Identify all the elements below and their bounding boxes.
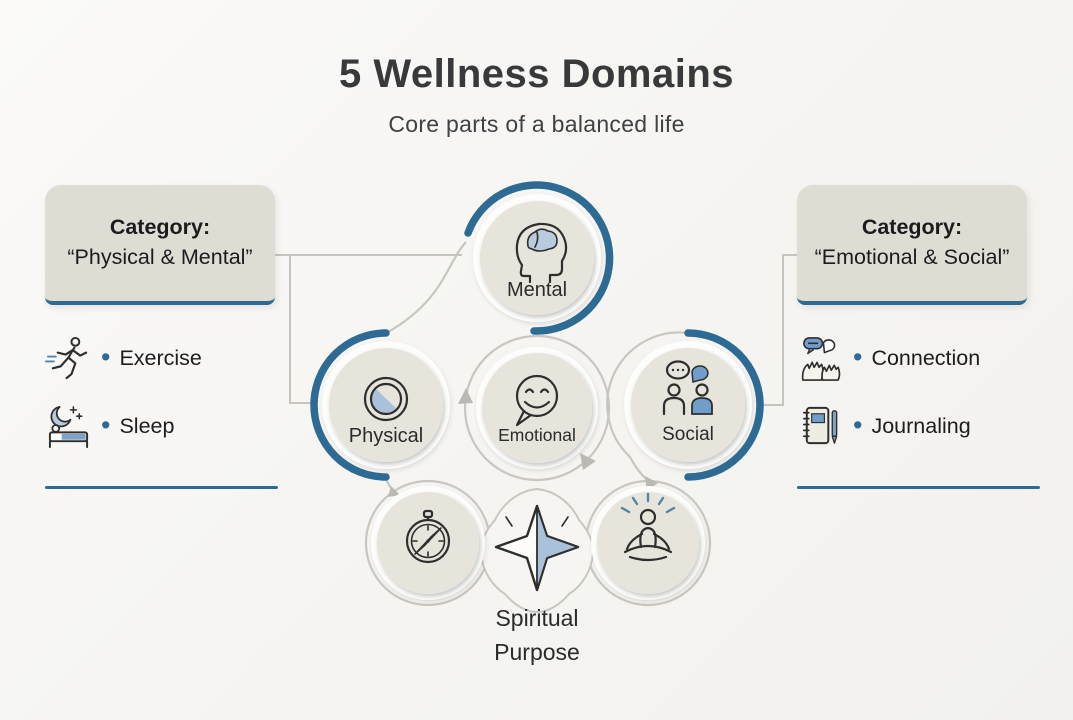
spiritual-label-line1: Spiritual bbox=[495, 605, 578, 631]
left-category-label: Category: bbox=[109, 215, 211, 240]
right-category-panel: Category: “Emotional & Social” • Connect… bbox=[797, 185, 1040, 489]
journal-icon bbox=[802, 406, 838, 445]
emotional-node: Emotional bbox=[476, 347, 598, 469]
accent-arcs bbox=[310, 181, 764, 481]
item-label: Sleep bbox=[119, 414, 175, 438]
bullet: • bbox=[853, 342, 863, 372]
left-connector-lines bbox=[275, 254, 462, 404]
physical-node: Physical bbox=[322, 341, 450, 469]
header: 5 Wellness Domains Core parts of a balan… bbox=[0, 0, 1073, 138]
page-title: 5 Wellness Domains bbox=[338, 52, 735, 96]
sleep-icon bbox=[48, 406, 89, 449]
list-item-connection: • Connection bbox=[797, 335, 1027, 382]
smiley-bubble-icon bbox=[515, 374, 559, 427]
social-node: Social bbox=[624, 341, 752, 469]
left-category-value: “Physical & Mental” bbox=[67, 245, 253, 269]
emotional-cycle-ring bbox=[388, 334, 658, 497]
item-label: Exercise bbox=[119, 346, 202, 370]
item-label: Connection bbox=[871, 346, 981, 370]
people-chat-icon bbox=[662, 360, 713, 416]
item-label: Journaling bbox=[871, 414, 971, 438]
right-item-list: • Connection • Journaling bbox=[797, 335, 1027, 450]
connection-icon bbox=[801, 337, 841, 381]
compass-icon bbox=[405, 509, 451, 564]
compass-node bbox=[371, 486, 485, 600]
right-category-value: “Emotional & Social” bbox=[814, 245, 1010, 269]
meditation-node bbox=[591, 486, 705, 600]
left-item-list: • Exercise • Sleep bbox=[45, 335, 275, 450]
spiritual-label-line2: Purpose bbox=[494, 639, 580, 665]
mental-node: Mental bbox=[473, 194, 601, 322]
bullet: • bbox=[101, 410, 111, 440]
list-item-sleep: • Sleep bbox=[45, 403, 275, 450]
right-category-box: Category: “Emotional & Social” bbox=[797, 185, 1027, 305]
right-divider bbox=[797, 486, 1040, 489]
running-icon bbox=[45, 336, 88, 380]
right-connector-lines bbox=[761, 254, 797, 406]
left-category-panel: Category: “Physical & Mental” • Exercise… bbox=[45, 185, 278, 489]
bullet: • bbox=[101, 342, 111, 372]
emotional-label: Emotional bbox=[498, 425, 576, 445]
physical-label: Physical bbox=[349, 425, 423, 447]
right-category-label: Category: bbox=[861, 215, 963, 240]
brain-head-icon bbox=[515, 222, 568, 284]
mental-label: Mental bbox=[507, 279, 567, 301]
page-subtitle: Core parts of a balanced life bbox=[388, 111, 685, 137]
list-item-exercise: • Exercise bbox=[45, 335, 275, 382]
social-label: Social bbox=[662, 424, 714, 445]
bullet: • bbox=[853, 410, 863, 440]
star-icon bbox=[494, 504, 580, 592]
meditation-icon bbox=[620, 492, 676, 562]
list-item-journaling: • Journaling bbox=[797, 403, 1027, 450]
left-category-box: Category: “Physical & Mental” bbox=[45, 185, 275, 305]
left-divider bbox=[45, 486, 278, 489]
sphere-icon bbox=[363, 376, 409, 422]
